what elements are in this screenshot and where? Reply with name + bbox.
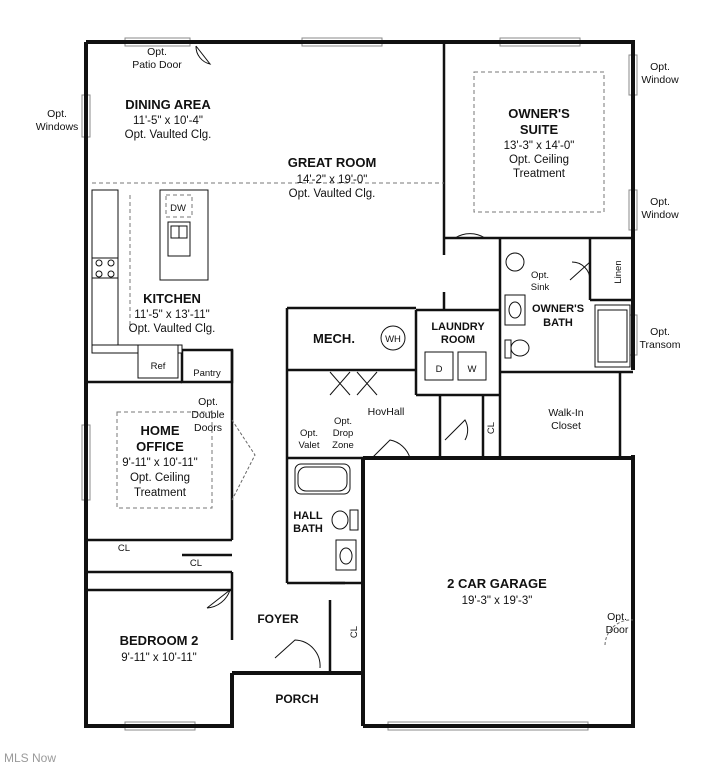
- dryer-label: D: [436, 364, 443, 375]
- bedroom2-dims: 9'-11" x 10'-11": [121, 652, 196, 664]
- kitchen-name: KITCHEN: [143, 291, 201, 306]
- owners-suite-name-2: SUITE: [520, 122, 559, 137]
- walk-in-line-2: Closet: [551, 420, 581, 432]
- patio-door-label-1: Opt.: [147, 46, 167, 58]
- dining-note: Opt. Vaulted Clg.: [125, 129, 212, 141]
- laundry-name-1: LAUNDRY: [431, 321, 485, 333]
- small-labels: Opt. Patio Door Opt. Windows Opt. Window…: [36, 46, 681, 638]
- mls-watermark: MLS Now: [4, 751, 57, 765]
- refrigerator-label: Ref: [151, 361, 166, 372]
- valet-label-1: Opt.: [300, 428, 318, 439]
- office-note-1: Opt. Ceiling: [130, 472, 190, 484]
- patio-door-label-2: Patio Door: [132, 59, 182, 71]
- garage-name: 2 CAR GARAGE: [447, 576, 547, 591]
- hovhall-name: HovHall: [368, 406, 405, 418]
- exterior-walls: [84, 40, 635, 728]
- hall-bath-name-1: HALL: [293, 510, 323, 522]
- mid-window-label-1: Opt.: [650, 196, 670, 208]
- dining-dims: 11'-5" x 10'-4": [133, 115, 203, 127]
- owners-suite-dims: 13'-3" x 14'-0": [504, 140, 575, 152]
- garage-door-label-1: Opt.: [607, 611, 627, 623]
- bedroom-closet-label: CL: [190, 558, 202, 569]
- left-windows-label-1: Opt.: [47, 108, 67, 120]
- owners-suite-note-2: Treatment: [513, 168, 566, 180]
- great-name: GREAT ROOM: [288, 155, 377, 170]
- kitchen-dims: 11'-5" x 13'-11": [134, 309, 209, 321]
- owners-bath-name-1: OWNER'S: [532, 303, 584, 315]
- walk-in-line-1: Walk-In: [548, 407, 583, 419]
- room-laundry: LAUNDRY ROOM D W: [431, 321, 485, 375]
- room-garage: 2 CAR GARAGE 19'-3" x 19'-3": [447, 576, 547, 607]
- kitchen-fixtures: [91, 189, 209, 379]
- foyer-closet-label: CL: [349, 626, 360, 638]
- room-mech: MECH. WH: [313, 331, 401, 346]
- sink-label-2: Sink: [531, 282, 550, 293]
- double-doors-label-3: Doors: [194, 422, 222, 434]
- great-note: Opt. Vaulted Clg.: [289, 188, 376, 200]
- owners-bath-name-2: BATH: [543, 317, 573, 329]
- room-owners-suite: OWNER'S SUITE 13'-3" x 14'-0" Opt. Ceili…: [504, 106, 575, 180]
- water-heater-label: WH: [385, 334, 401, 345]
- sink-label-1: Opt.: [531, 270, 549, 281]
- laundry-name-2: ROOM: [441, 334, 475, 346]
- room-dining: DINING AREA 11'-5" x 10'-4" Opt. Vaulted…: [125, 97, 212, 141]
- bath-fixtures: [294, 252, 631, 571]
- valet-label-2: Valet: [299, 440, 320, 451]
- kitchen-note: Opt. Vaulted Clg.: [129, 323, 216, 335]
- dashed-lines: [92, 71, 605, 509]
- garage-dims: 19'-3" x 19'-3": [462, 595, 533, 607]
- mid-window-label-2: Window: [641, 209, 679, 221]
- office-name-2: OFFICE: [136, 439, 184, 454]
- pantry-label: Pantry: [193, 368, 221, 379]
- mech-name: MECH.: [313, 331, 355, 346]
- great-dims: 14'-2" x 19'-0": [297, 174, 368, 186]
- bedroom2-name: BEDROOM 2: [120, 633, 199, 648]
- doors: [195, 45, 634, 669]
- top-window-label-1: Opt.: [650, 61, 670, 73]
- left-windows-label-2: Windows: [36, 121, 79, 133]
- room-home-office: HOME OFFICE 9'-11" x 10'-11" Opt. Ceilin…: [122, 423, 197, 499]
- hall-closet-label: CL: [486, 422, 497, 434]
- top-window-label-2: Window: [641, 74, 679, 86]
- room-owners-bath: OWNER'S BATH: [532, 303, 584, 329]
- room-kitchen: KITCHEN 11'-5" x 13'-11" Opt. Vaulted Cl…: [129, 291, 216, 335]
- transom-label-1: Opt.: [650, 326, 670, 338]
- dining-name: DINING AREA: [125, 97, 211, 112]
- dishwasher-label: DW: [170, 203, 186, 214]
- transom-label-2: Transom: [639, 339, 680, 351]
- room-hall-bath: HALL BATH: [293, 510, 323, 535]
- owners-suite-name-1: OWNER'S: [508, 106, 570, 121]
- garage-door-label-2: Door: [606, 624, 629, 636]
- drop-zone-label-1: Opt.: [334, 416, 352, 427]
- office-closet-label: CL: [118, 543, 130, 554]
- room-great: GREAT ROOM 14'-2" x 19'-0" Opt. Vaulted …: [288, 155, 377, 200]
- washer-label: W: [468, 364, 477, 375]
- office-note-2: Treatment: [134, 487, 187, 499]
- office-dims: 9'-11" x 10'-11": [122, 457, 197, 469]
- double-doors-label-2: Double: [191, 409, 224, 421]
- room-bedroom2: BEDROOM 2 9'-11" x 10'-11": [120, 633, 199, 664]
- drop-zone-label-3: Zone: [332, 440, 354, 451]
- porch-name: PORCH: [275, 692, 318, 706]
- office-name-1: HOME: [141, 423, 180, 438]
- drop-zone-label-2: Drop: [333, 428, 354, 439]
- owners-suite-note-1: Opt. Ceiling: [509, 154, 569, 166]
- hall-bath-name-2: BATH: [293, 523, 323, 535]
- double-doors-label-1: Opt.: [198, 396, 218, 408]
- room-walk-in: Walk-In Closet: [548, 407, 583, 432]
- linen-label: Linen: [613, 260, 624, 283]
- interior-walls: [86, 42, 633, 673]
- foyer-name: FOYER: [257, 612, 299, 626]
